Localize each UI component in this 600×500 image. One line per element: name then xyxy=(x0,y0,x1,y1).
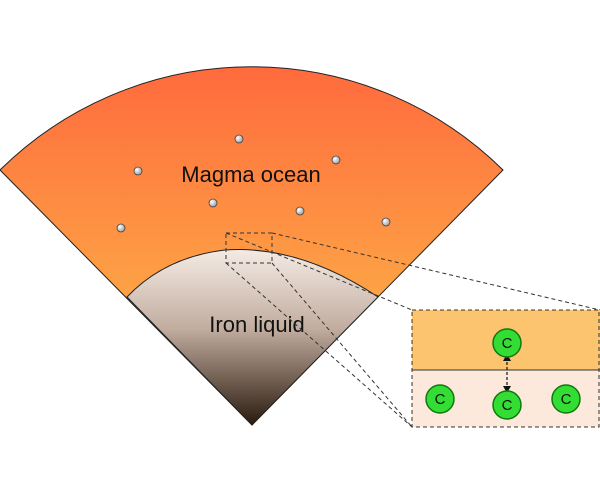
svg-text:C: C xyxy=(435,391,446,408)
inset-view: C C C C xyxy=(411,309,600,428)
bubble xyxy=(116,223,126,233)
bubble xyxy=(295,206,305,216)
zoom-line xyxy=(271,232,600,311)
zoom-source-box xyxy=(225,232,273,264)
carbon-atom-iron-center: C xyxy=(492,390,522,420)
bubble xyxy=(381,217,391,227)
iron-liquid-label: Iron liquid xyxy=(209,312,304,337)
bubble xyxy=(208,198,218,208)
bubble xyxy=(234,134,244,144)
carbon-atom-iron-right: C xyxy=(551,384,581,414)
magma-ocean-region xyxy=(0,66,504,426)
zoom-indicator xyxy=(225,232,600,428)
magma-ocean-label: Magma ocean xyxy=(181,162,320,187)
bubble xyxy=(331,155,341,165)
svg-text:C: C xyxy=(561,391,572,408)
zoom-line xyxy=(271,262,413,428)
svg-text:C: C xyxy=(502,397,513,414)
iron-liquid-core xyxy=(126,249,379,426)
carbon-atom-magma: C xyxy=(492,328,522,358)
inset-border xyxy=(411,309,600,428)
magma-bubbles xyxy=(116,134,391,233)
zoom-line xyxy=(225,232,413,311)
zoom-line xyxy=(225,262,413,428)
arrow-head-down xyxy=(503,386,511,393)
bubble xyxy=(133,166,143,176)
carbon-atom-iron-left: C xyxy=(425,384,455,414)
svg-text:C: C xyxy=(502,335,513,352)
